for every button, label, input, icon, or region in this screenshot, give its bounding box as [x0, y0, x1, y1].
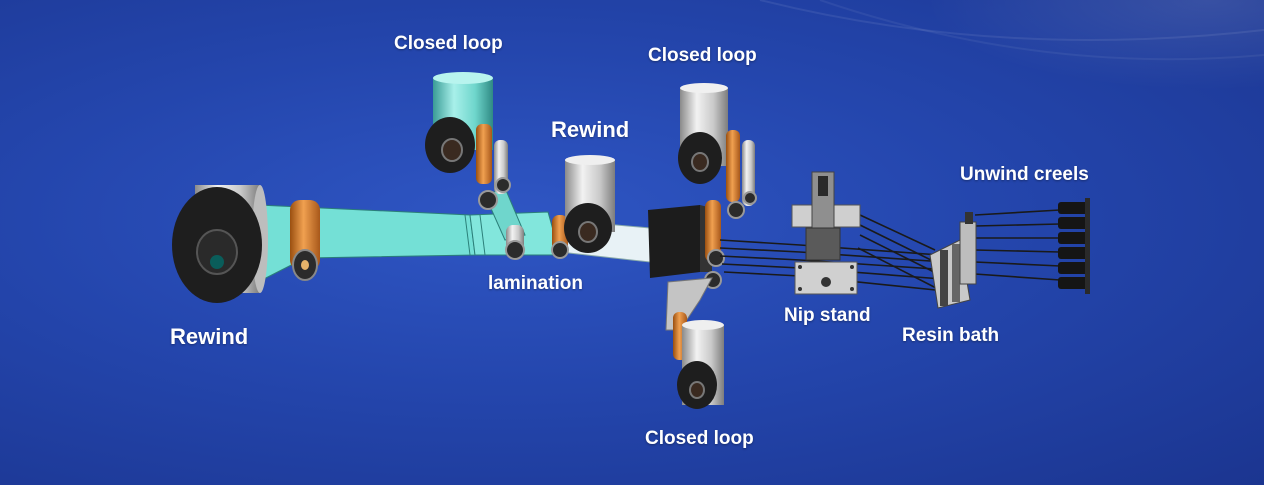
rewind-roll-large: [172, 185, 268, 303]
label-resin-bath: Resin bath: [902, 325, 1000, 346]
label-rewind-mid: Rewind: [551, 117, 630, 142]
label-rewind-left: Rewind: [170, 324, 249, 349]
closed-loop-roll-top-right: [678, 83, 757, 219]
background-sheen: [700, 0, 1264, 180]
label-lamination: lamination: [488, 273, 584, 294]
resin-bath: [929, 212, 977, 309]
label-nip-stand: Nip stand: [784, 305, 871, 326]
closed-loop-roll-top-left: [425, 72, 511, 210]
rewind-roll-mid: [564, 155, 615, 253]
label-closed-loop-top-left: Closed loop: [394, 33, 503, 54]
fibre-strands: [719, 209, 1061, 293]
unwind-creels: [1058, 198, 1090, 294]
center-block: [648, 205, 712, 278]
nip-stand: [791, 171, 861, 295]
label-closed-loop-top-right: Closed loop: [648, 45, 757, 66]
idler-roller-left: [290, 200, 320, 281]
lamination-rollers: [505, 215, 569, 260]
label-closed-loop-bottom: Closed loop: [645, 428, 754, 449]
closed-loop-roll-bottom: [665, 277, 724, 409]
label-unwind-creels: Unwind creels: [960, 164, 1089, 185]
guide-rollers-center: [704, 200, 725, 289]
